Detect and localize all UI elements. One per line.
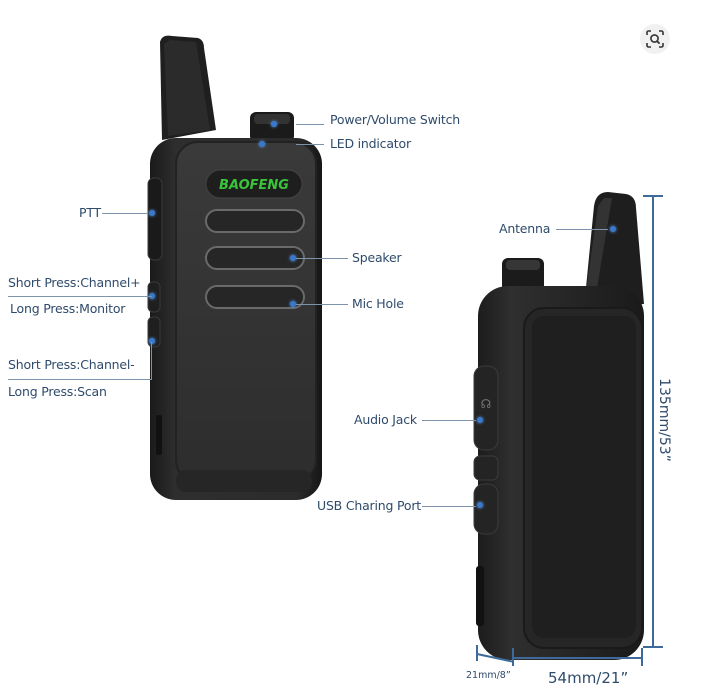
visual-search-button[interactable] <box>640 24 670 54</box>
antenna-leader <box>556 229 608 230</box>
led-dot <box>259 141 265 147</box>
speaker-leader <box>296 258 348 259</box>
ch-minus-leader-v <box>151 342 152 379</box>
ptt-dot <box>149 210 155 216</box>
label-channel-minus-short: Short Press:Channel- <box>8 357 135 372</box>
ch-minus-leader <box>8 379 152 380</box>
mic-leader <box>296 304 348 305</box>
front-radio-image: BAOFENG <box>140 30 330 505</box>
led-leader <box>296 144 324 145</box>
svg-text:☊: ☊ <box>481 397 492 411</box>
ptt-leader <box>102 213 148 214</box>
label-audio-jack: Audio Jack <box>354 412 417 427</box>
label-speaker: Speaker <box>352 250 402 265</box>
depth-dimension-label: 21mm/8” <box>466 670 511 681</box>
usb-port-leader <box>422 506 476 507</box>
audio-jack-dot <box>477 417 483 423</box>
width-dim-right-tick <box>641 648 643 666</box>
label-usb-port: USB Charing Port <box>317 498 421 513</box>
height-dim-line <box>652 195 654 648</box>
height-dim-bottom-tick <box>643 646 663 648</box>
label-mic-hole: Mic Hole <box>352 296 404 311</box>
depth-dim-left-tick <box>476 645 478 661</box>
brand-logo: BAOFENG <box>219 178 289 193</box>
ch-plus-leader <box>8 296 152 297</box>
ch-minus-dot <box>149 338 155 344</box>
label-channel-plus-long: Long Press:Monitor <box>10 301 126 316</box>
side-radio-image: ☊ <box>466 186 656 666</box>
speaker-dot <box>290 255 296 261</box>
label-led-indicator: LED indicator <box>330 136 411 151</box>
ch-plus-dot <box>149 293 155 299</box>
label-ptt: PTT <box>79 205 101 220</box>
height-dimension-label: 135mm/53” <box>655 378 672 462</box>
power-switch-leader <box>296 124 324 125</box>
width-dim-line <box>512 657 642 659</box>
audio-jack-leader <box>422 420 476 421</box>
antenna-dot <box>610 226 616 232</box>
power-switch-dot <box>271 121 277 127</box>
label-channel-minus-long: Long Press:Scan <box>8 384 107 399</box>
usb-port-dot <box>477 502 483 508</box>
label-power-volume-switch: Power/Volume Switch <box>330 112 460 127</box>
width-dimension-label: 54mm/21” <box>548 669 629 687</box>
visual-search-icon <box>646 30 664 48</box>
mic-dot <box>290 301 296 307</box>
label-channel-plus-short: Short Press:Channel+ <box>8 275 141 290</box>
label-antenna: Antenna <box>499 221 551 236</box>
